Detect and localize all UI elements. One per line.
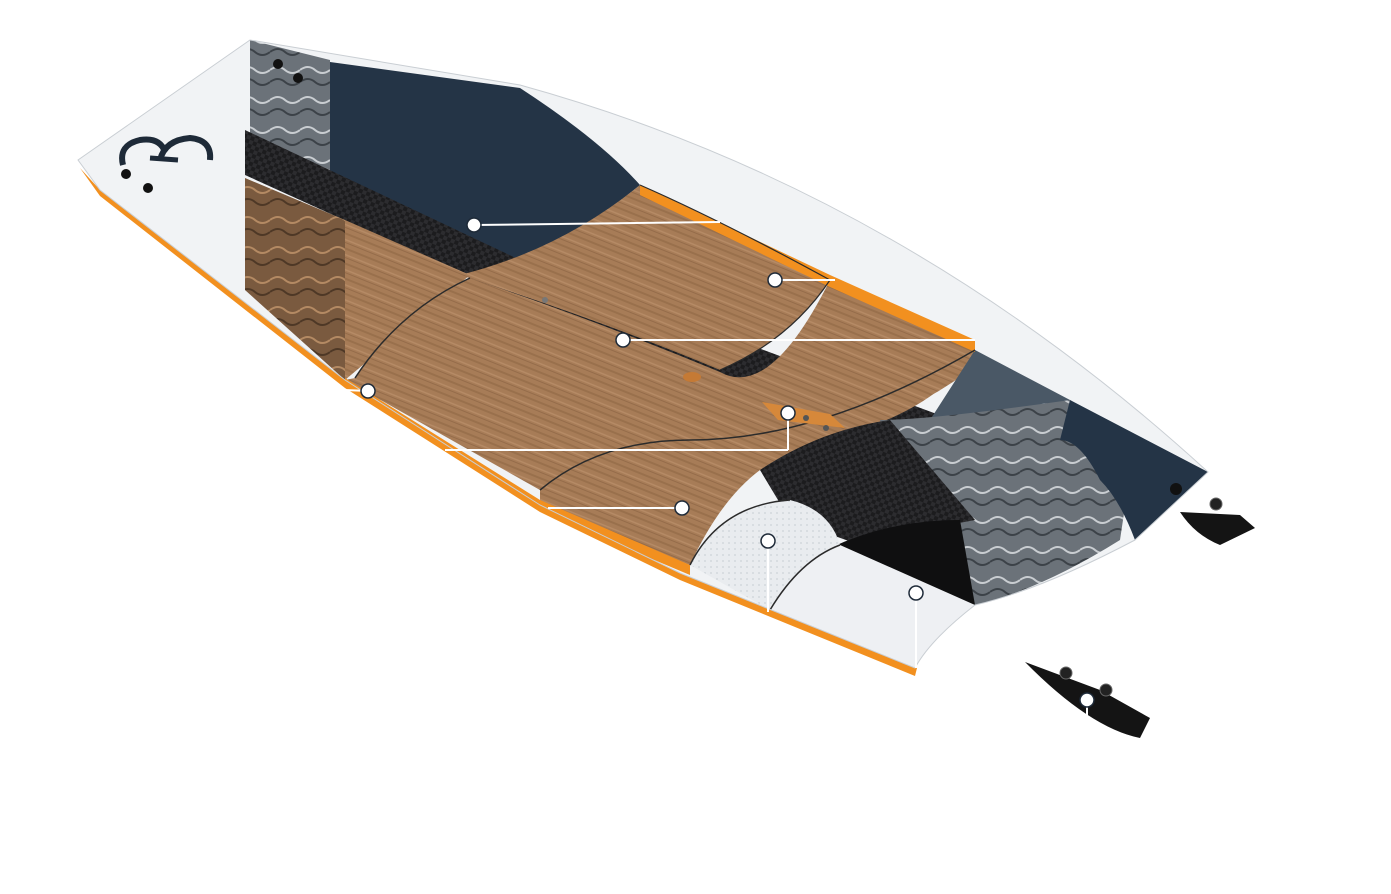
hotspot-white-bottom-sheet[interactable] <box>908 585 924 668</box>
ocean-print-strip <box>250 40 330 170</box>
white-bottom-sheet <box>770 545 975 668</box>
board-outline <box>77 39 1209 669</box>
fin-icon <box>1180 497 1255 545</box>
insert-screw-icon <box>293 73 303 83</box>
hotspot-orange-rail[interactable] <box>344 383 376 399</box>
insert-screw-icon <box>121 169 131 179</box>
insert-screw-icon <box>823 425 829 431</box>
orange-rail-bottom <box>345 378 690 575</box>
nose-fin-screws <box>121 59 1182 495</box>
hotspot-carbon-stringer[interactable] <box>615 332 975 348</box>
insert-screw-icon <box>803 415 809 421</box>
hotspot-navy-top-layer[interactable] <box>466 217 721 233</box>
hotspot-wood-core-lower[interactable] <box>548 500 690 516</box>
hotspot-wood-core-upper[interactable] <box>767 272 835 288</box>
wood-core-left <box>345 220 470 380</box>
eleveight-logo-icon <box>119 134 214 166</box>
wood-core-middle <box>345 278 975 490</box>
black-tail-strip <box>830 520 975 605</box>
hotspot-layer <box>344 217 1095 720</box>
insert-screw-icon <box>1170 483 1182 495</box>
navy-tail-layer <box>1060 400 1208 540</box>
insert-screw-icon <box>143 183 153 193</box>
brown-print-strip <box>245 178 345 380</box>
insert-screw-icon <box>542 297 548 303</box>
hotspot-fin[interactable] <box>1079 692 1095 720</box>
white-fiberglass-layer <box>690 500 840 610</box>
board-layers <box>77 39 1209 676</box>
insert-screw-icon <box>683 372 701 382</box>
insert-screw-icon <box>273 59 283 69</box>
hotspot-handle-insert[interactable] <box>445 405 796 451</box>
wood-core-upper <box>460 185 830 370</box>
hotspot-white-fiberglass[interactable] <box>760 533 776 612</box>
